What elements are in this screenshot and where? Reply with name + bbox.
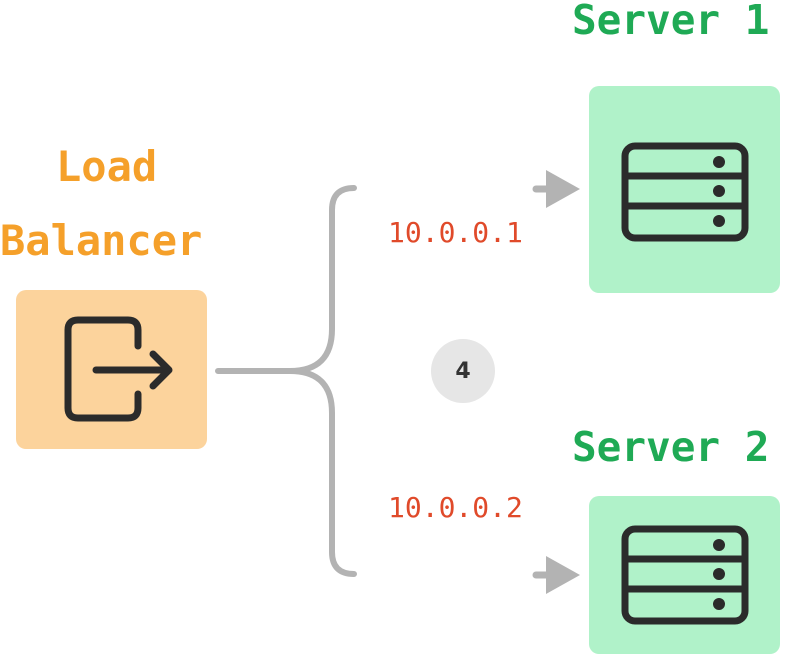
server-2-box xyxy=(589,496,780,654)
server-rack-icon xyxy=(621,525,749,625)
server-1-box xyxy=(589,86,780,293)
load-balancer-box xyxy=(16,290,207,449)
server-2-ip-label: 10.0.0.2 xyxy=(388,491,523,524)
load-balancer-title-line2: Balancer xyxy=(0,216,203,265)
server-1-title: Server 1 xyxy=(572,0,770,44)
connection-count-badge: 4 xyxy=(431,339,495,403)
server-1-ip-label: 10.0.0.1 xyxy=(388,216,523,249)
server-rack-icon xyxy=(621,142,749,242)
logout-arrow-icon xyxy=(64,316,173,422)
load-balancer-title-line1: Load xyxy=(56,142,158,191)
badge-label: 4 xyxy=(455,358,471,384)
server-2-title: Server 2 xyxy=(572,423,770,471)
